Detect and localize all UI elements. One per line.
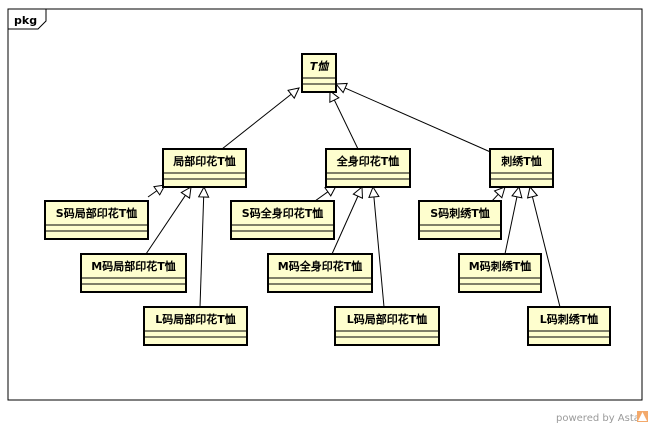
- class-s_embroid[interactable]: S码刺绣T恤: [418, 200, 502, 240]
- class-box: [489, 148, 554, 188]
- class-box: [44, 200, 149, 240]
- class-s_partial[interactable]: S码局部印花T恤: [44, 200, 149, 240]
- generalization-arrowhead: [368, 185, 380, 198]
- generalization-partial-to-root: [221, 87, 300, 150]
- class-l_embroid[interactable]: L码刺绣T恤: [527, 306, 611, 346]
- class-s_full[interactable]: S码全身印花T恤: [230, 200, 335, 240]
- class-box: [527, 306, 611, 346]
- class-name: S码局部印花T恤: [56, 206, 137, 220]
- generalization-arrowhead: [493, 186, 506, 199]
- generalization-line: [147, 190, 158, 198]
- generalization-m_embroid-to-embroid: [504, 185, 523, 255]
- class-name: 全身印花T恤: [336, 154, 400, 168]
- class-name: M码刺绣T恤: [469, 259, 531, 273]
- generalization-l_full-to-full: [368, 185, 385, 308]
- generalization-line: [333, 99, 359, 150]
- class-box: [325, 148, 411, 188]
- class-m_partial[interactable]: M码局部印花T恤: [80, 253, 187, 293]
- class-box: [458, 253, 542, 293]
- generalization-arrowhead: [526, 185, 539, 199]
- generalization-l_embroid-to-embroid: [526, 185, 561, 308]
- class-box: [143, 306, 248, 346]
- class-l_partial[interactable]: L码局部印花T恤: [143, 306, 248, 346]
- generalization-line: [331, 195, 359, 255]
- class-box: [80, 253, 187, 293]
- generalization-line: [504, 196, 518, 255]
- class-box: [418, 200, 502, 240]
- generalization-arrowhead: [197, 185, 210, 198]
- generalization-line: [145, 195, 186, 255]
- class-embroid[interactable]: 刺绣T恤: [489, 148, 554, 188]
- generalization-arrowhead: [511, 185, 523, 199]
- class-name: 局部印花T恤: [172, 154, 236, 168]
- astah-logo-icon: [637, 411, 648, 422]
- generalization-arrowhead: [352, 185, 364, 199]
- generalization-m_full-to-full: [331, 185, 364, 255]
- class-partial[interactable]: 局部印花T恤: [162, 148, 247, 188]
- class-name: S码刺绣T恤: [430, 206, 489, 220]
- class-name: M码全身印花T恤: [278, 259, 362, 273]
- generalization-line: [221, 93, 292, 150]
- class-full[interactable]: 全身印花T恤: [325, 148, 411, 188]
- generalization-l_partial-to-partial: [197, 185, 210, 308]
- generalization-line: [373, 196, 385, 308]
- generalization-s_embroid-to-embroid: [491, 186, 506, 202]
- class-name: 刺绣T恤: [500, 154, 542, 168]
- generalization-arrowhead: [180, 186, 192, 199]
- package-label: pkg: [14, 14, 37, 27]
- class-name: S码全身印花T恤: [242, 206, 323, 220]
- class-box: [162, 148, 247, 188]
- generalization-line: [344, 87, 496, 155]
- class-name: L码刺绣T恤: [540, 312, 599, 326]
- footer-text: powered by Astah: [556, 413, 646, 424]
- generalization-edges: [145, 82, 561, 308]
- class-box: [267, 253, 373, 293]
- class-l_full[interactable]: L码局部印花T恤: [334, 306, 440, 346]
- generalization-arrowhead: [334, 82, 348, 94]
- generalization-line: [491, 193, 499, 202]
- generalization-arrowhead: [329, 89, 340, 103]
- generalization-embroid-to-root: [334, 82, 496, 155]
- generalization-line: [531, 196, 561, 308]
- generalization-line: [199, 196, 205, 308]
- class-m_embroid[interactable]: M码刺绣T恤: [458, 253, 542, 293]
- generalization-full-to-root: [329, 89, 359, 150]
- class-name: T恤: [310, 60, 331, 73]
- generalization-m_partial-to-partial: [145, 186, 192, 255]
- class-m_full[interactable]: M码全身印花T恤: [267, 253, 373, 293]
- class-box: [334, 306, 440, 346]
- class-name: M码局部印花T恤: [91, 259, 175, 273]
- class-name: L码局部印花T恤: [347, 312, 428, 326]
- generalization-arrowhead: [287, 87, 300, 100]
- class-box: [230, 200, 335, 240]
- class-root[interactable]: T恤: [301, 53, 337, 93]
- class-name: L码局部印花T恤: [155, 312, 236, 326]
- class-box: [301, 53, 337, 93]
- footer-watermark: powered by Astah: [556, 411, 648, 424]
- generalization-line: [314, 191, 329, 202]
